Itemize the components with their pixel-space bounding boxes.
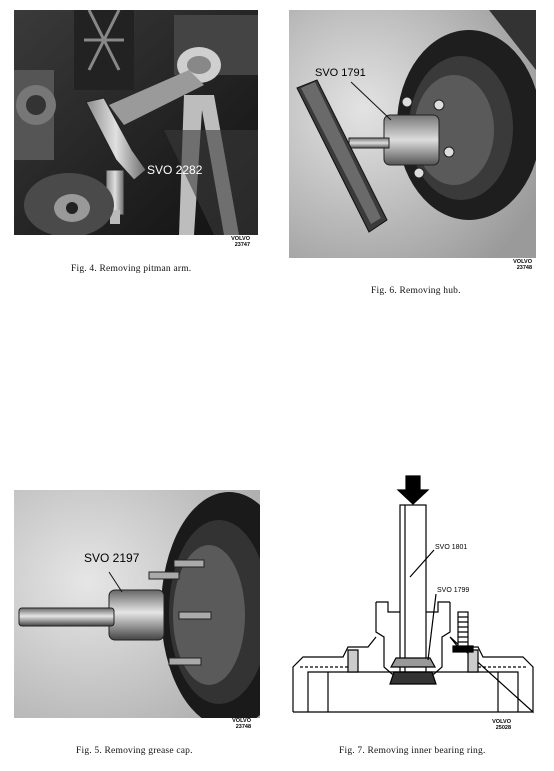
figure-7-drawing [288, 472, 538, 722]
figure-4-caption: Fig. 4. Removing pitman arm. [71, 264, 192, 274]
figure-7-volvo-mark: VOLVO 25028 [481, 719, 511, 731]
figure-5-photo [14, 490, 260, 718]
tool-label-svo-2197: SVO 2197 [84, 551, 140, 565]
figure-6-volvo-mark: VOLVO 23748 [502, 259, 532, 271]
figure-number: 23748 [235, 724, 251, 730]
figure-4-photo [14, 10, 258, 235]
figure-4-volvo-mark: VOLVO 23747 [220, 236, 250, 248]
figure-6-photo [289, 10, 536, 258]
volvo-brand: VOLVO [492, 719, 511, 725]
figure-6-caption: Fig. 6. Removing hub. [371, 286, 461, 296]
volvo-brand: VOLVO [513, 259, 532, 265]
tool-label-svo-1791: SVO 1791 [315, 67, 366, 79]
tool-label-svo-1801: SVO 1801 [435, 544, 468, 551]
figure-5-volvo-mark: VOLVO 23748 [221, 718, 251, 730]
figure-7-caption: Fig. 7. Removing inner bearing ring. [339, 746, 486, 756]
tool-label-svo-2282: SVO 2282 [147, 163, 203, 177]
volvo-brand: VOLVO [232, 718, 251, 724]
figure-number: 23747 [234, 242, 250, 248]
tool-label-svo-1799: SVO 1799 [437, 587, 470, 594]
volvo-brand: VOLVO [231, 236, 250, 242]
figure-number: 25028 [495, 725, 511, 731]
figure-number: 23748 [516, 265, 532, 271]
figure-5-caption: Fig. 5. Removing grease cap. [76, 746, 193, 756]
